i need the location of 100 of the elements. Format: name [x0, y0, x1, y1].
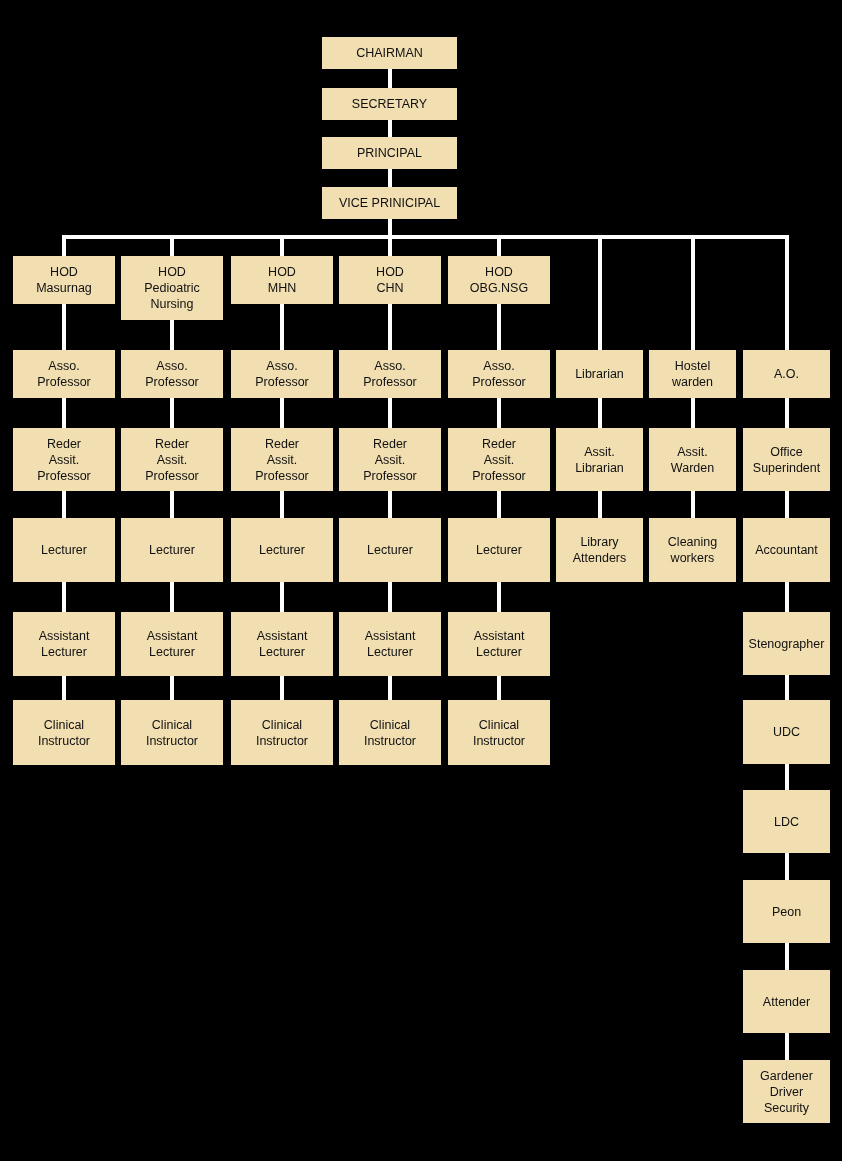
position-box	[231, 428, 333, 491]
position-title: HOD Pedioatric Nursing	[144, 264, 200, 312]
position-title: Assistant Lecturer	[38, 628, 90, 660]
connector-line	[280, 398, 284, 428]
position-title: VICE PRINICIPAL	[338, 195, 441, 211]
position-box	[13, 518, 115, 582]
position-title: LDC	[774, 813, 799, 830]
position-title: Gardener Driver Security	[760, 1067, 813, 1116]
connector-line	[785, 582, 789, 612]
position-title: Attender	[762, 993, 811, 1010]
position-box	[448, 518, 550, 582]
position-box	[743, 1060, 830, 1123]
position-title: Reder Assit. Professor	[363, 435, 417, 484]
connector-line	[62, 676, 66, 700]
position-title: Reder Assit. Professor	[145, 435, 199, 484]
position-box	[556, 518, 643, 582]
position-box	[121, 350, 223, 398]
position-box	[121, 518, 223, 582]
position-box	[339, 700, 441, 765]
position-box	[556, 428, 643, 491]
position-title: HOD OBG.NSG	[469, 264, 529, 296]
connector-line	[598, 491, 602, 518]
position-title: Lecturer	[259, 542, 305, 558]
position-title: Reder Assit. Professor	[37, 435, 91, 484]
position-box	[231, 256, 333, 304]
position-title: Clinical Instructor	[363, 716, 417, 749]
position-box	[322, 137, 457, 169]
position-title: Asso. Professor	[255, 358, 309, 390]
position-title: Peon	[771, 903, 802, 920]
position-box	[649, 350, 736, 398]
connector-line	[785, 491, 789, 518]
position-title: Librarian	[575, 366, 624, 382]
connector-line	[785, 1033, 789, 1060]
connector-line	[691, 491, 695, 518]
position-title: Assistant Lecturer	[256, 628, 308, 660]
position-box	[743, 880, 830, 943]
connector-line	[280, 304, 284, 350]
connector-line	[497, 582, 501, 612]
position-title: Assistant Lecturer	[364, 628, 416, 660]
connector-line	[280, 582, 284, 612]
position-box	[231, 350, 333, 398]
position-box	[13, 612, 115, 676]
position-title: PRINCIPAL	[356, 145, 423, 161]
position-title: Lecturer	[476, 542, 522, 558]
position-box	[121, 612, 223, 676]
connector-line	[388, 676, 392, 700]
position-box	[743, 700, 830, 764]
position-title: Clinical Instructor	[255, 716, 309, 749]
position-box	[339, 256, 441, 304]
position-box	[231, 518, 333, 582]
position-title: Office Superindent	[752, 443, 821, 476]
position-box	[13, 256, 115, 304]
connector-line	[497, 304, 501, 350]
connector-line	[497, 676, 501, 700]
position-title: Hostel warden	[672, 358, 713, 390]
connector-line	[497, 398, 501, 428]
position-title: Assistant Lecturer	[146, 628, 198, 660]
position-title: Accountant	[755, 542, 818, 558]
position-title: Lecturer	[367, 542, 413, 558]
position-title: Asso. Professor	[145, 358, 199, 390]
position-title: SECRETARY	[351, 96, 428, 112]
connector-line	[785, 675, 789, 700]
position-box	[448, 700, 550, 765]
position-box	[743, 428, 830, 491]
position-box	[13, 700, 115, 765]
position-box	[322, 187, 457, 219]
connector-line	[785, 398, 789, 428]
position-box	[743, 970, 830, 1033]
position-box	[448, 256, 550, 304]
position-box	[448, 612, 550, 676]
position-title: HOD Masurnag	[36, 264, 92, 296]
position-title: Cleaning workers	[667, 534, 718, 566]
connector-line	[388, 120, 392, 137]
connector-line	[785, 943, 789, 970]
position-title: Assistant Lecturer	[473, 628, 525, 660]
position-box	[649, 428, 736, 491]
connector-line	[388, 219, 789, 350]
position-box	[339, 612, 441, 676]
position-title: Asso. Professor	[472, 358, 526, 390]
connector-line	[388, 491, 392, 518]
position-box	[121, 428, 223, 491]
connector-line	[62, 582, 66, 612]
position-title: Library Attenders	[572, 534, 627, 566]
connector-line	[280, 676, 284, 700]
position-title: Assit. Warden	[670, 443, 715, 476]
position-box	[339, 428, 441, 491]
connector-line	[497, 491, 501, 518]
position-title: Clinical Instructor	[145, 716, 199, 749]
position-box	[121, 700, 223, 765]
position-title: Asso. Professor	[363, 358, 417, 390]
connector-line	[170, 398, 174, 428]
position-box	[448, 350, 550, 398]
connector-line	[62, 491, 66, 518]
position-box	[13, 350, 115, 398]
position-title: Asso. Professor	[37, 358, 91, 390]
position-box	[649, 518, 736, 582]
position-title: Reder Assit. Professor	[472, 435, 526, 484]
position-box	[743, 790, 830, 853]
position-box	[743, 612, 830, 675]
connector-line	[280, 491, 284, 518]
